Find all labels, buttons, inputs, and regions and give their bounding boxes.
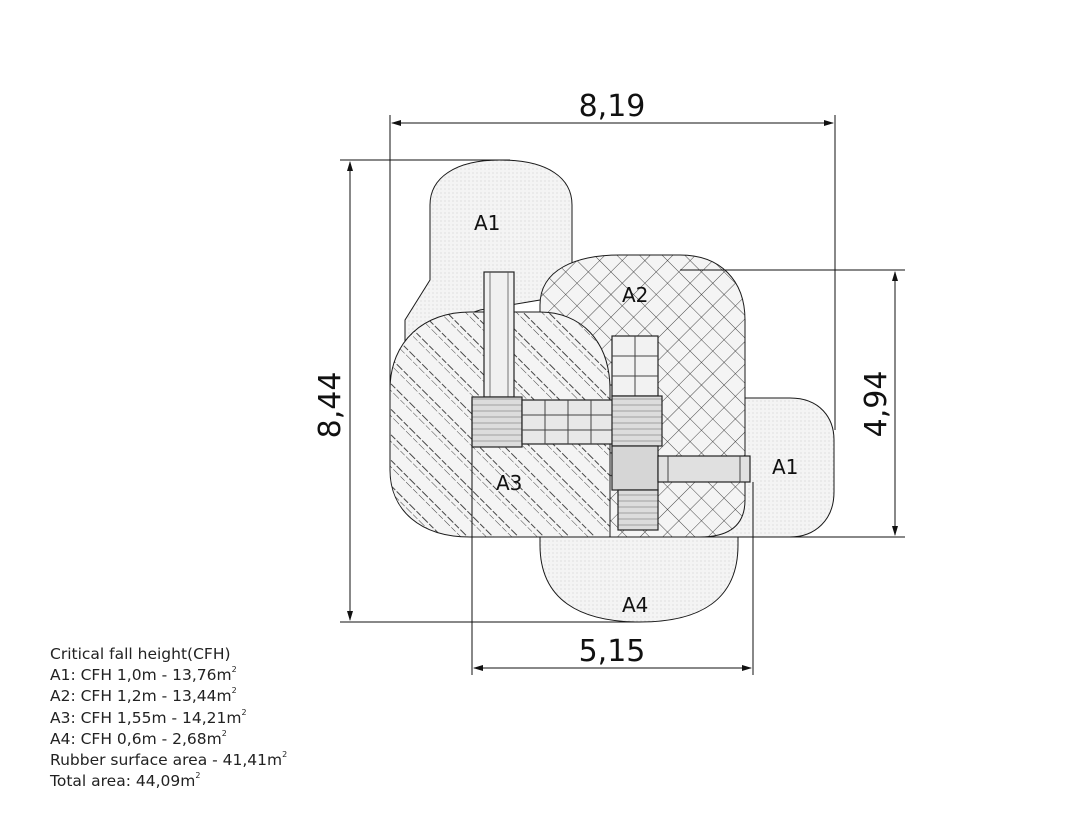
legend-row-sup: 2 — [241, 707, 247, 717]
dim-inner-height: 4,94 — [859, 371, 894, 438]
legend-row-text: A4: CFH 0,6m - 2,68m — [50, 729, 222, 748]
legend-row-sup: 2 — [195, 771, 201, 781]
legend-row: Rubber surface area - 41,41m2 — [50, 750, 287, 771]
legend-row-sup: 2 — [231, 686, 237, 696]
zone-label-a1-right: A1 — [772, 455, 798, 479]
dim-total-height: 8,44 — [313, 372, 348, 439]
legend: Critical fall height(CFH) A1: CFH 1,0m -… — [50, 644, 287, 792]
legend-row-sup: 2 — [221, 728, 227, 738]
legend-row-sup: 2 — [231, 665, 237, 675]
legend-row-text: A2: CFH 1,2m - 13,44m — [50, 687, 232, 706]
dim-inner-width: 5,15 — [579, 634, 646, 669]
legend-row: A4: CFH 0,6m - 2,68m2 — [50, 729, 287, 750]
legend-row-text: A1: CFH 1,0m - 13,76m — [50, 666, 232, 685]
zone-label-a4: A4 — [622, 593, 648, 617]
zone-a4-area — [539, 534, 739, 623]
play-equipment — [471, 271, 751, 531]
legend-row-text: A3: CFH 1,55m - 14,21m — [50, 708, 242, 727]
legend-row: A2: CFH 1,2m - 13,44m2 — [50, 686, 287, 707]
zone-a1-top-area — [404, 159, 573, 352]
legend-row: A3: CFH 1,55m - 14,21m2 — [50, 708, 287, 729]
zone-label-a1-top: A1 — [474, 211, 500, 235]
zone-label-a3: A3 — [496, 471, 522, 495]
legend-row-sup: 2 — [282, 750, 288, 760]
legend-title: Critical fall height(CFH) — [50, 645, 231, 663]
dim-total-width: 8,19 — [579, 89, 646, 124]
dimension-lines — [340, 115, 905, 675]
legend-row: A1: CFH 1,0m - 13,76m2 — [50, 665, 287, 686]
legend-row-text: Total area: 44,09m — [50, 772, 196, 791]
legend-row-text: Rubber surface area - 41,41m — [50, 751, 283, 770]
zone-label-a2: A2 — [622, 283, 648, 307]
legend-row: Total area: 44,09m2 — [50, 771, 287, 792]
